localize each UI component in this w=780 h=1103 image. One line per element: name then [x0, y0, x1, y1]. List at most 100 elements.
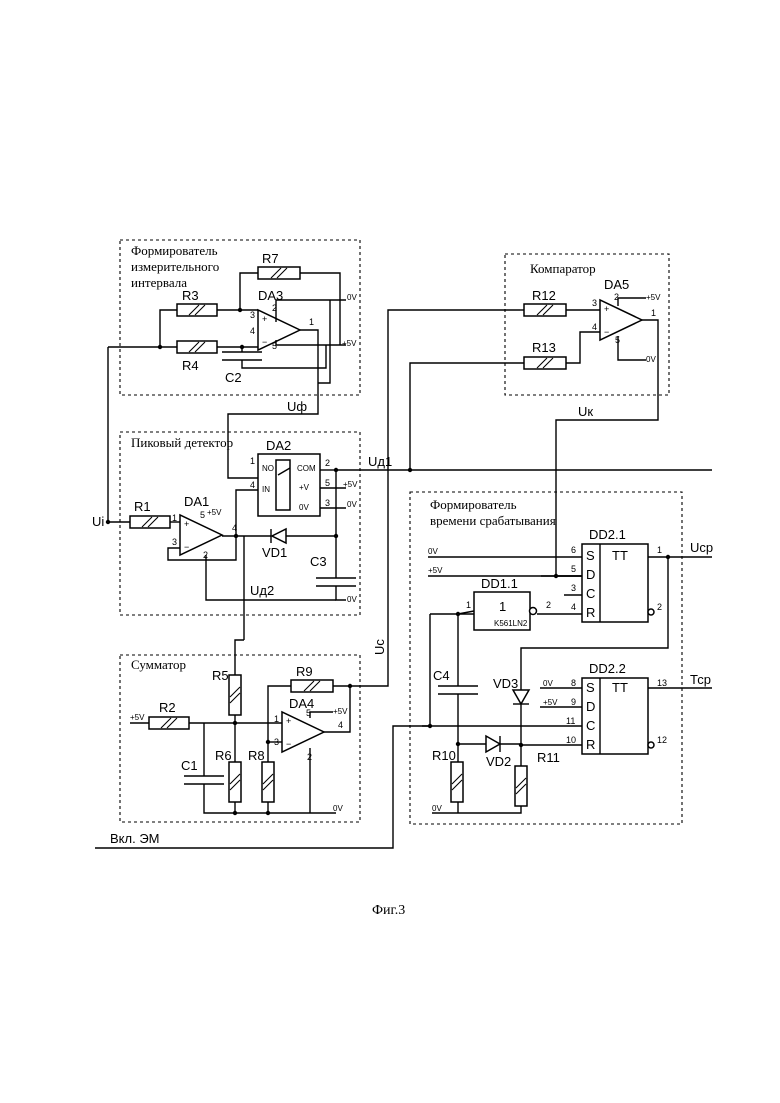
- svg-text:2: 2: [546, 600, 551, 610]
- svg-text:2: 2: [325, 458, 330, 468]
- svg-text:9: 9: [571, 697, 576, 707]
- r6-resistor: R6: [215, 748, 241, 802]
- comparator-title: Компаратор: [530, 261, 596, 276]
- r2-5v-label: +5V: [130, 713, 145, 722]
- timing-former-title: Формирователь: [430, 497, 517, 512]
- timing-0v-label: 0V: [432, 804, 442, 813]
- r5-resistor: R5: [212, 668, 241, 715]
- svg-text:3: 3: [571, 583, 576, 593]
- svg-text:4: 4: [250, 480, 255, 490]
- vd2-diode: VD2: [486, 736, 511, 769]
- da5-5v-label: +5V: [646, 293, 661, 302]
- uk-label: Uк: [578, 404, 593, 419]
- r3-resistor: R3: [177, 288, 217, 316]
- svg-text:R5: R5: [212, 668, 229, 683]
- svg-text:+: +: [184, 519, 189, 529]
- svg-text:R7: R7: [262, 251, 279, 266]
- dd2-1-flipflop: DD2.1 S D C R TT 6 5 3 4 1 2: [571, 527, 662, 622]
- svg-text:3: 3: [325, 498, 330, 508]
- svg-text:1: 1: [250, 456, 255, 466]
- r8-resistor: R8: [248, 748, 274, 802]
- svg-text:R11: R11: [537, 750, 560, 765]
- svg-text:R12: R12: [532, 288, 556, 303]
- svg-text:C2: C2: [225, 370, 242, 385]
- svg-text:1: 1: [466, 600, 471, 610]
- svg-text:C: C: [586, 718, 595, 733]
- svg-text:S: S: [586, 680, 595, 695]
- dd1-1-inverter: DD1.1 1 K561LN2 1 2: [466, 576, 551, 630]
- svg-text:DD1.1: DD1.1: [481, 576, 518, 591]
- svg-text:3: 3: [250, 310, 255, 320]
- da3-opamp: + − DA3 3 4 2 5 1: [250, 288, 314, 351]
- svg-text:8: 8: [571, 678, 576, 688]
- svg-text:3: 3: [592, 298, 597, 308]
- svg-text:R: R: [586, 605, 595, 620]
- svg-text:D: D: [586, 567, 595, 582]
- svg-text:−: −: [286, 739, 291, 749]
- svg-text:+: +: [604, 304, 609, 314]
- svg-text:DD2.2: DD2.2: [589, 661, 626, 676]
- svg-text:C: C: [586, 586, 595, 601]
- svg-text:DD2.1: DD2.1: [589, 527, 626, 542]
- dd2-1-0v-label: 0V: [428, 547, 438, 556]
- vkl-em-label: Вкл. ЭМ: [110, 831, 160, 846]
- svg-text:−: −: [262, 337, 267, 347]
- svg-text:+: +: [286, 716, 291, 726]
- svg-text:VD2: VD2: [486, 754, 511, 769]
- svg-text:DA1: DA1: [184, 494, 209, 509]
- da2-5v-label: +5V: [343, 480, 358, 489]
- svg-text:DA5: DA5: [604, 277, 629, 292]
- svg-text:R6: R6: [215, 748, 232, 763]
- svg-text:K561LN2: K561LN2: [494, 619, 528, 628]
- da5-opamp: + − DA5 3 4 2 5 1: [592, 277, 656, 345]
- svg-text:12: 12: [657, 735, 667, 745]
- dd2-2-5v-label: +5V: [543, 698, 558, 707]
- svg-text:1: 1: [309, 317, 314, 327]
- adder-0v-label: 0V: [333, 804, 343, 813]
- svg-text:IN: IN: [262, 485, 270, 494]
- da3-5v-label: +5V: [342, 339, 357, 348]
- svg-text:R4: R4: [182, 358, 199, 373]
- svg-text:0V: 0V: [299, 503, 309, 512]
- svg-text:C1: C1: [181, 758, 198, 773]
- svg-text:VD3: VD3: [493, 676, 518, 691]
- ui-label: Ui: [92, 514, 104, 529]
- svg-text:+5V: +5V: [333, 707, 348, 716]
- svg-text:−: −: [604, 327, 609, 337]
- r9-resistor: R9: [291, 664, 333, 692]
- svg-text:D: D: [586, 699, 595, 714]
- svg-text:R3: R3: [182, 288, 199, 303]
- c3-0v-label: 0V: [347, 595, 357, 604]
- vd3-diode: VD3: [493, 676, 529, 704]
- svg-text:C3: C3: [310, 554, 327, 569]
- svg-text:S: S: [586, 548, 595, 563]
- svg-text:TT: TT: [612, 548, 628, 563]
- svg-text:DA2: DA2: [266, 438, 291, 453]
- svg-text:+V: +V: [299, 483, 310, 492]
- figure-caption: Фиг.3: [372, 903, 405, 918]
- peak-detector-title: Пиковый детектор: [131, 435, 233, 450]
- svg-text:+: +: [262, 314, 267, 324]
- svg-text:DA3: DA3: [258, 288, 283, 303]
- uc-label: Uс: [372, 639, 387, 655]
- svg-text:VD1: VD1: [262, 545, 287, 560]
- svg-text:TT: TT: [612, 680, 628, 695]
- da2-0v-label: 0V: [347, 500, 357, 509]
- dd2-1-5v-label: +5V: [428, 566, 443, 575]
- interval-former-title-3: интервала: [131, 275, 187, 290]
- usr-label: Uср: [690, 540, 713, 555]
- adder-title: Сумматор: [131, 657, 186, 672]
- r4-resistor: R4: [177, 341, 217, 373]
- r12-resistor: R12: [524, 288, 566, 316]
- svg-text:6: 6: [571, 545, 576, 555]
- da4-opamp: + − DA4 1 3 5 +5V 2 4: [274, 696, 348, 762]
- svg-text:R1: R1: [134, 499, 151, 514]
- svg-text:NO: NO: [262, 464, 274, 473]
- svg-text:2: 2: [657, 602, 662, 612]
- svg-text:5: 5: [200, 510, 205, 520]
- svg-text:1: 1: [499, 599, 506, 614]
- vd1-diode: VD1: [262, 529, 287, 560]
- r2-resistor: R2: [149, 700, 189, 729]
- svg-text:C4: C4: [433, 668, 450, 683]
